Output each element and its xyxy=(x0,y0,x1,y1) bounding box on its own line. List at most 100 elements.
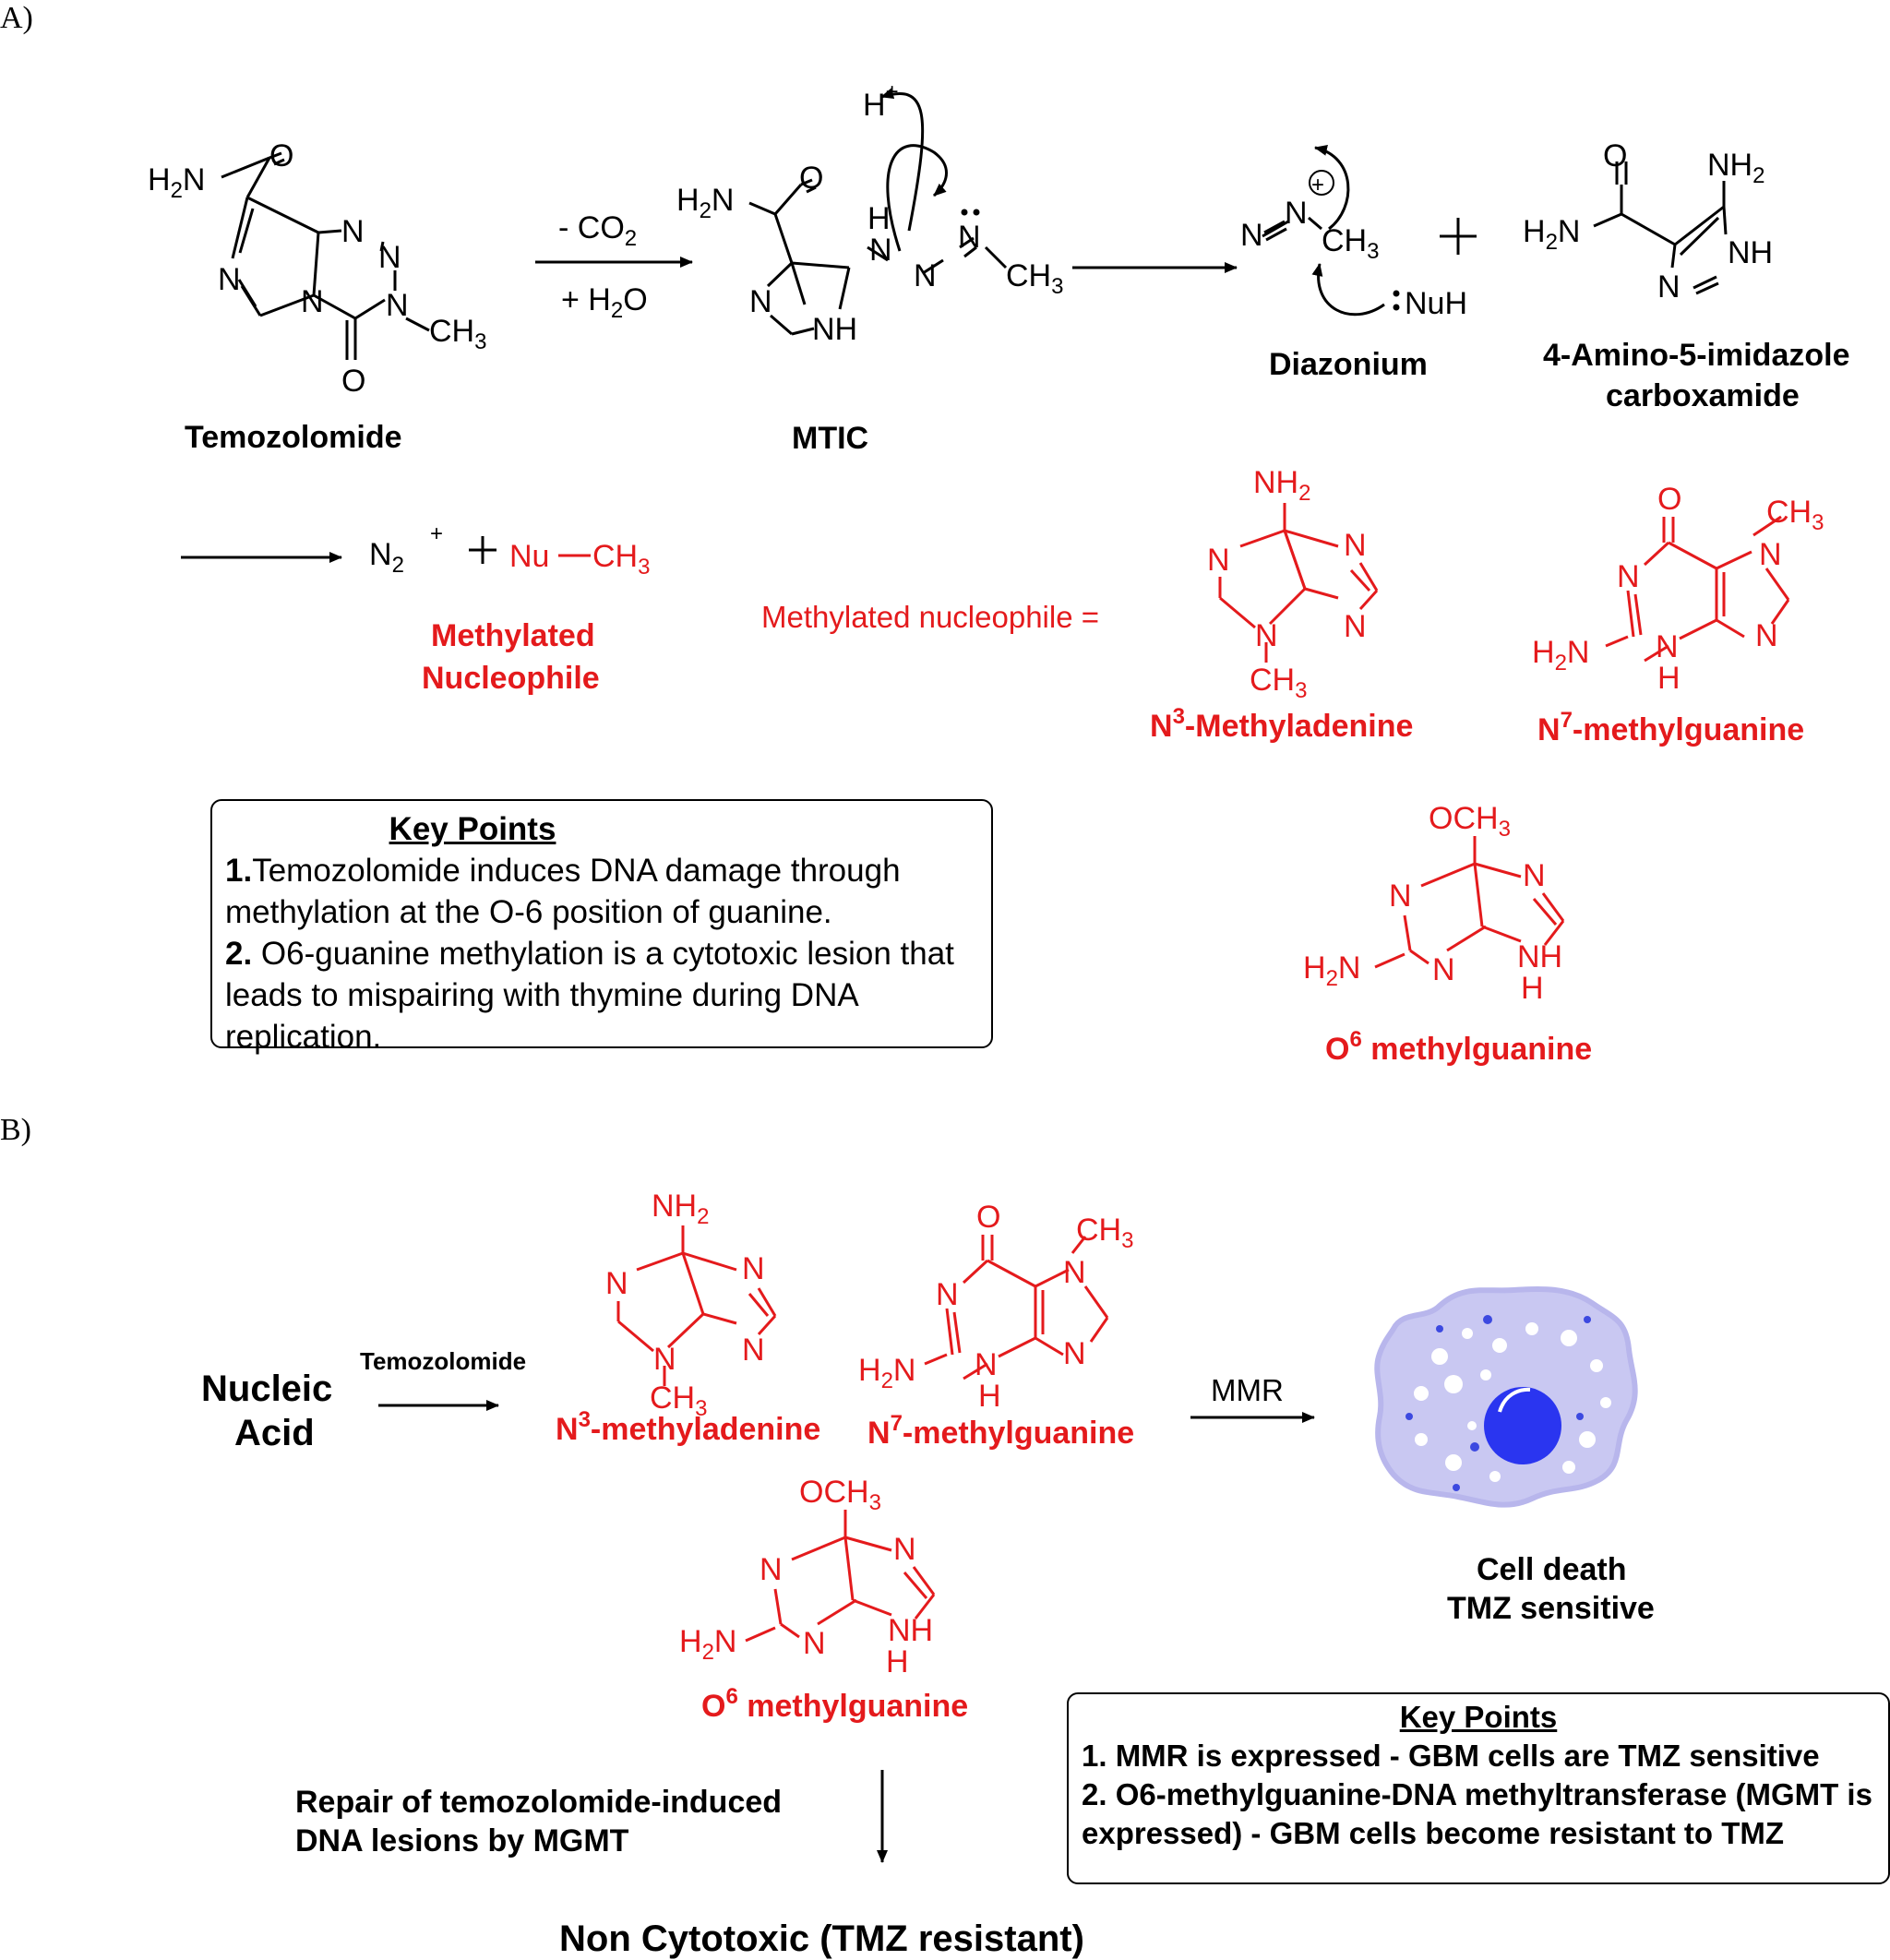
svg-text:O: O xyxy=(976,1200,1000,1235)
svg-text:NH2: NH2 xyxy=(1253,465,1310,506)
n3-methyladenine-label-a: N3-Methyladenine xyxy=(1150,704,1413,744)
aic-label-line1: 4-Amino-5-imidazole xyxy=(1543,338,1849,373)
svg-text:N: N xyxy=(1240,218,1263,253)
n7-methylguanine-structure-a: O N N N N H CH3 H2N xyxy=(1532,482,1824,696)
proton: H+ xyxy=(863,79,899,123)
svg-text:N: N xyxy=(760,1552,783,1587)
svg-text:N: N xyxy=(893,1532,916,1567)
mtic-structure: H2N O N NH H N N N CH3 xyxy=(676,88,1063,347)
o6-methylguanine-label-b: O6 methylguanine xyxy=(701,1684,968,1724)
diazonium-label: Diazonium xyxy=(1269,347,1428,382)
key-points-title-2: Key Points xyxy=(1399,1700,1558,1734)
repair-line1: Repair of temozolomide-induced xyxy=(295,1785,782,1820)
svg-text:N: N xyxy=(386,288,409,323)
svg-text:O: O xyxy=(269,138,293,173)
n3-methyladenine-label-b: N3-methyladenine xyxy=(556,1407,820,1447)
n7-methylguanine-label-b: N7-methylguanine xyxy=(867,1411,1134,1451)
svg-text:CH3: CH3 xyxy=(1250,663,1307,703)
tmz-arrow-label: Temozolomide xyxy=(360,1347,526,1375)
svg-text:N: N xyxy=(341,214,365,249)
svg-text:H: H xyxy=(978,1379,1001,1414)
svg-text:N: N xyxy=(1207,543,1230,578)
svg-text:O: O xyxy=(1657,482,1681,517)
o6-methylguanine-structure-a: OCH3 N N N NH H2N H xyxy=(1303,801,1565,1006)
svg-text:CH3: CH3 xyxy=(1006,258,1063,299)
svg-text:N: N xyxy=(301,284,324,319)
svg-text:CH3: CH3 xyxy=(1766,495,1824,535)
diazonium-structure: N N + CH3 xyxy=(1240,144,1400,317)
nucleic-acid-line1: Nucleic xyxy=(201,1368,332,1409)
cell-icon xyxy=(1374,1285,1638,1508)
nuh: NuH xyxy=(1405,286,1467,321)
key-point-2-1: 1. MMR is expressed - GBM cells are TMZ … xyxy=(1082,1739,1820,1773)
svg-text:H: H xyxy=(886,1644,909,1679)
svg-text:N: N xyxy=(1063,1336,1086,1371)
svg-text:N: N xyxy=(742,1251,765,1286)
n3-methyladenine-structure-a: NH2 N N N N CH3 xyxy=(1207,465,1379,703)
svg-text:N: N xyxy=(975,1347,998,1382)
cell-death-line1: Cell death xyxy=(1477,1552,1626,1587)
svg-text:N: N xyxy=(1344,609,1367,644)
svg-text:NH2: NH2 xyxy=(1707,148,1764,188)
svg-text:CH3: CH3 xyxy=(592,539,650,580)
svg-text:NH: NH xyxy=(888,1613,933,1648)
svg-text:H2N: H2N xyxy=(858,1353,915,1393)
svg-text:O: O xyxy=(341,364,365,399)
key-points-box-2: Key Points 1. MMR is expressed - GBM cel… xyxy=(1067,1692,1890,1884)
svg-text:N: N xyxy=(1344,528,1367,563)
svg-text:H2N: H2N xyxy=(1523,214,1580,255)
nucleic-acid-line2: Acid xyxy=(234,1413,315,1453)
svg-text:H2N: H2N xyxy=(1532,635,1589,675)
svg-text:O: O xyxy=(799,161,823,196)
n7-methylguanine-structure-b: O N N N N H CH3 H2N xyxy=(858,1200,1133,1414)
o6-methylguanine-structure-b: OCH3 N N N NH H2N H xyxy=(679,1475,936,1679)
key-point-1-1: 1.Temozolomide induces DNA damage throug… xyxy=(225,853,901,930)
svg-text:+: + xyxy=(430,521,443,546)
svg-text:N: N xyxy=(1656,629,1679,664)
methylated-nucleophile-line1: Methylated xyxy=(431,618,595,653)
key-point-2-2: 2. O6-methylguanine-DNA methyltransferas… xyxy=(1082,1777,1872,1850)
n7-methylguanine-label-a: N7-methylguanine xyxy=(1537,708,1804,747)
mmr-label: MMR xyxy=(1211,1373,1284,1407)
svg-text:N: N xyxy=(1755,618,1778,653)
svg-text:N: N xyxy=(218,262,241,297)
cell-death-line2: TMZ sensitive xyxy=(1447,1591,1655,1626)
svg-text:N: N xyxy=(1063,1255,1086,1290)
panel-b-label: B) xyxy=(0,1113,31,1147)
svg-text:N: N xyxy=(1617,559,1640,594)
methylated-nucleophile-line2: Nucleophile xyxy=(422,661,600,696)
svg-text:H2N: H2N xyxy=(1303,950,1360,991)
temozolomide-label: Temozolomide xyxy=(185,420,402,455)
svg-text:H: H xyxy=(867,201,891,236)
svg-text:N: N xyxy=(1389,878,1412,914)
reagent-plus-water: + H2O xyxy=(561,282,648,323)
svg-text:N: N xyxy=(1657,269,1681,305)
temozolomide-structure: H2N O N N N N N CH3 O xyxy=(148,138,486,399)
svg-text:N: N xyxy=(803,1626,826,1661)
svg-text:N: N xyxy=(742,1333,765,1368)
svg-text:NH: NH xyxy=(812,312,857,347)
svg-text:CH3: CH3 xyxy=(1076,1213,1133,1253)
svg-text:N: N xyxy=(936,1277,959,1312)
svg-text:N: N xyxy=(869,233,892,268)
o6-methylguanine-label-a: O6 methylguanine xyxy=(1325,1027,1592,1067)
methylated-nucleophile-eq: Methylated nucleophile = xyxy=(761,600,1099,634)
reagent-minus-co2: - CO2 xyxy=(558,210,637,251)
svg-text:O: O xyxy=(1603,138,1627,173)
mtic-label: MTIC xyxy=(792,421,868,456)
aic-structure: O NH2 H2N NH N xyxy=(1523,138,1773,305)
svg-text:CH3: CH3 xyxy=(429,314,486,354)
svg-text:H2N: H2N xyxy=(679,1624,736,1665)
n3-methyladenine-structure-b: NH2 N N N N CH3 xyxy=(605,1189,777,1421)
nu-methyl: Nu xyxy=(509,539,549,574)
svg-text:N: N xyxy=(1523,858,1546,893)
svg-text:H2N: H2N xyxy=(676,183,734,223)
svg-text:OCH3: OCH3 xyxy=(1429,801,1511,842)
repair-line2: DNA lesions by MGMT xyxy=(295,1823,629,1858)
svg-text:N: N xyxy=(605,1266,628,1301)
result-label: Non Cytotoxic (TMZ resistant) xyxy=(559,1918,1084,1959)
svg-text:N: N xyxy=(1255,618,1278,653)
svg-text:NH: NH xyxy=(1728,235,1773,270)
key-points-box-1: Key Points 1.Temozolomide induces DNA da… xyxy=(210,799,993,1055)
